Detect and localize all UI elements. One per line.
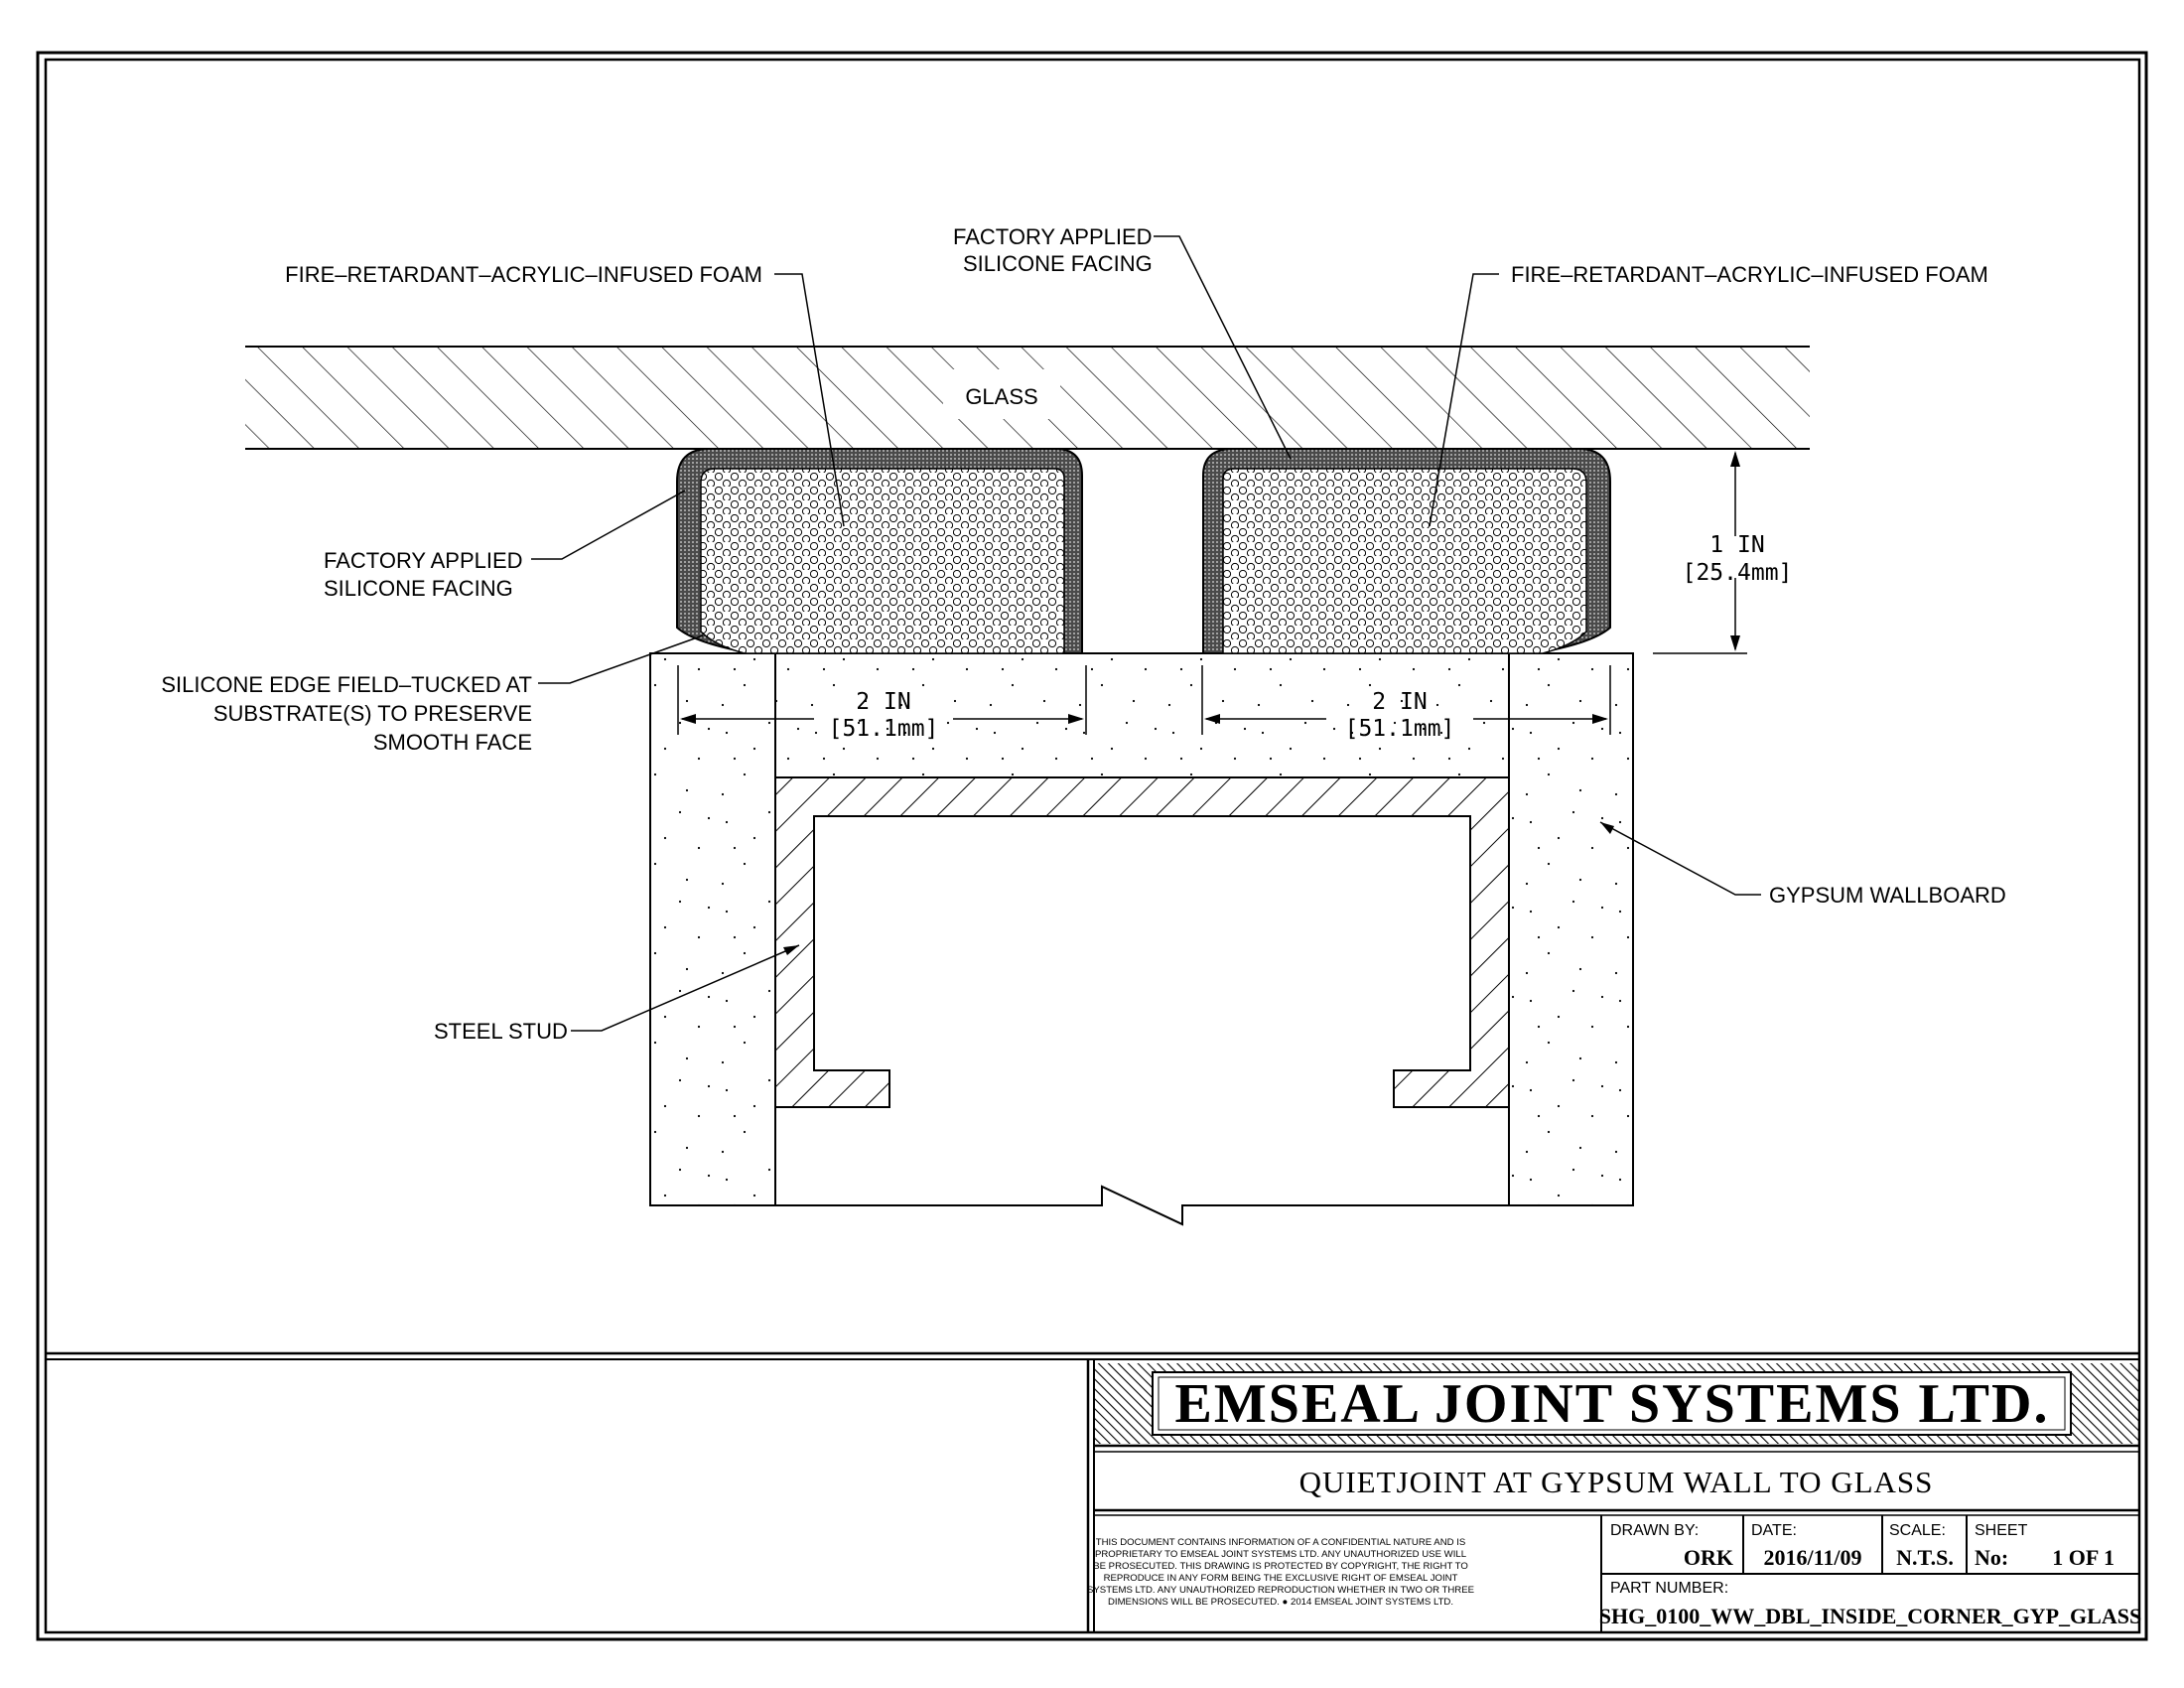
edge-label-3: SMOOTH FACE bbox=[373, 730, 532, 755]
sheet-value: 1 OF 1 bbox=[2052, 1545, 2115, 1570]
notice-line: PROPRIETARY TO EMSEAL JOINT SYSTEMS LTD.… bbox=[1095, 1549, 1467, 1560]
facing-left-label-1: FACTORY APPLIED bbox=[324, 548, 523, 573]
stud-label: STEEL STUD bbox=[434, 1019, 568, 1044]
foam-joint-right bbox=[1202, 448, 1611, 654]
company-name: EMSEAL JOINT SYSTEMS LTD. bbox=[1175, 1373, 2050, 1435]
steel-stud bbox=[774, 776, 1510, 1108]
callout-facing-top: FACTORY APPLIED SILICONE FACING bbox=[953, 224, 1292, 460]
width-right-in-label: 2 IN bbox=[1372, 689, 1427, 715]
width-right-mm-label: [51.1mm] bbox=[1345, 716, 1455, 742]
part-number-label: PART NUMBER: bbox=[1610, 1580, 1728, 1597]
callout-facing-left: FACTORY APPLIED SILICONE FACING bbox=[324, 490, 686, 601]
inner-border bbox=[44, 58, 2141, 1634]
foam-left-label: FIRE–RETARDANT–ACRYLIC–INFUSED FOAM bbox=[285, 262, 762, 287]
drawn-by-label: DRAWN BY: bbox=[1610, 1522, 1699, 1539]
sheet-label: SHEET bbox=[1975, 1522, 2028, 1539]
title-block: EMSEAL JOINT SYSTEMS LTD. QUIETJOINT AT … bbox=[1086, 1359, 2141, 1632]
dimension-width-left: 2 IN [51.1mm] bbox=[677, 665, 1087, 742]
scale-value: N.T.S. bbox=[1896, 1545, 1954, 1570]
notice-line: SYSTEMS LTD. ANY UNAUTHORIZED REPRODUCTI… bbox=[1087, 1585, 1474, 1596]
date-label: DATE: bbox=[1751, 1522, 1797, 1539]
notice-line: BE PROSECUTED. THIS DRAWING IS PROTECTED… bbox=[1093, 1561, 1468, 1572]
callout-gypsum: GYPSUM WALLBOARD bbox=[1599, 821, 2006, 908]
drawing-title: QUIETJOINT AT GYPSUM WALL TO GLASS bbox=[1299, 1465, 1934, 1499]
width-left-in-label: 2 IN bbox=[856, 689, 910, 715]
part-number-value: SHG_0100_WW_DBL_INSIDE_CORNER_GYP_GLASS bbox=[1599, 1604, 2141, 1628]
glass-panel: GLASS bbox=[245, 346, 1810, 450]
confidential-notice: THIS DOCUMENT CONTAINS INFORMATION OF A … bbox=[1087, 1537, 1474, 1608]
callout-foam-left: FIRE–RETARDANT–ACRYLIC–INFUSED FOAM bbox=[285, 262, 845, 527]
callout-steel-stud: STEEL STUD bbox=[434, 944, 800, 1044]
outer-border bbox=[36, 51, 2148, 1641]
glass-label: GLASS bbox=[965, 384, 1037, 409]
callout-foam-right: FIRE–RETARDANT–ACRYLIC–INFUSED FOAM bbox=[1429, 262, 1988, 527]
callout-silicone-edge: SILICONE EDGE FIELD–TUCKED AT SUBSTRATE(… bbox=[161, 634, 704, 755]
foam-right-label: FIRE–RETARDANT–ACRYLIC–INFUSED FOAM bbox=[1511, 262, 1988, 287]
date-value: 2016/11/09 bbox=[1763, 1545, 1861, 1570]
dimension-height: 1 IN [25.4mm] bbox=[1653, 448, 1793, 654]
sheet-no-label: No: bbox=[1975, 1545, 2008, 1570]
drawn-by-value: ORK bbox=[1684, 1545, 1733, 1570]
company-banner: EMSEAL JOINT SYSTEMS LTD. bbox=[1094, 1363, 2139, 1444]
width-left-mm-label: [51.1mm] bbox=[829, 716, 939, 742]
dimension-width-right: 2 IN [51.1mm] bbox=[1201, 665, 1611, 742]
gypsum-label: GYPSUM WALLBOARD bbox=[1769, 883, 2006, 908]
foam-joint-left bbox=[676, 448, 1083, 654]
notice-line: DIMENSIONS WILL BE PROSECUTED. ● 2014 EM… bbox=[1108, 1597, 1453, 1608]
edge-label-2: SUBSTRATE(S) TO PRESERVE bbox=[213, 701, 532, 726]
scale-label: SCALE: bbox=[1889, 1522, 1946, 1539]
facing-top-label-2: SILICONE FACING bbox=[963, 251, 1153, 276]
facing-top-label-1: FACTORY APPLIED bbox=[953, 224, 1153, 249]
facing-left-label-2: SILICONE FACING bbox=[324, 576, 513, 601]
notice-line: THIS DOCUMENT CONTAINS INFORMATION OF A … bbox=[1096, 1537, 1466, 1548]
height-in-label: 1 IN bbox=[1709, 532, 1764, 558]
height-mm-label: [25.4mm] bbox=[1683, 560, 1793, 586]
edge-label-1: SILICONE EDGE FIELD–TUCKED AT bbox=[161, 672, 532, 697]
notice-line: REPRODUCE IN ANY FORM BEING THE EXCLUSIV… bbox=[1104, 1573, 1458, 1584]
